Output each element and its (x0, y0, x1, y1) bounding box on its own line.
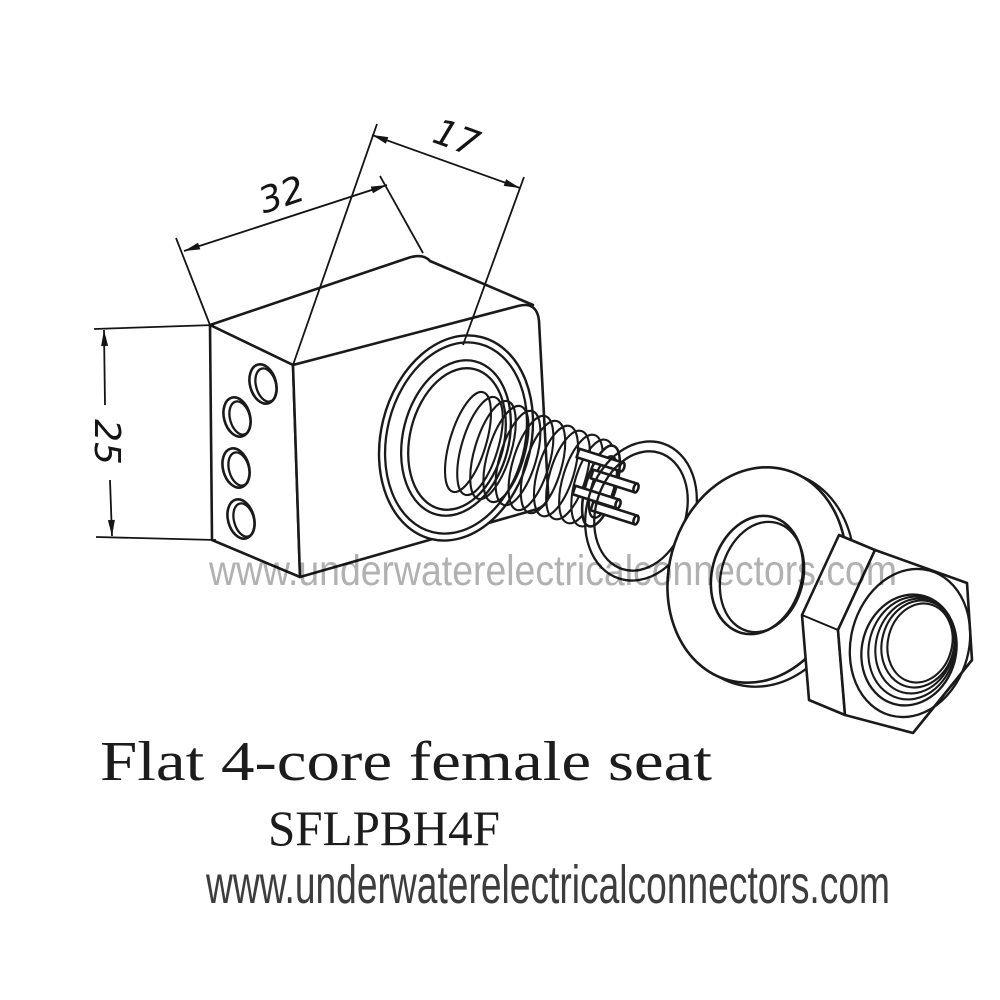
contact-pin (589, 500, 640, 526)
product-title: Flat 4-core female seat (100, 731, 713, 793)
mounting-hole (226, 498, 256, 540)
mounting-hole (248, 363, 278, 405)
product-model: SFLPBH4F (268, 800, 500, 856)
washer-hole (709, 514, 805, 636)
dimension-25: 25 (86, 324, 217, 541)
dimension-25-label: 25 (86, 419, 127, 465)
washer (666, 465, 856, 688)
mounting-holes (221, 363, 278, 540)
hex-nut (800, 533, 974, 735)
mounting-hole (221, 447, 251, 489)
dimension-32-label: 32 (254, 169, 310, 222)
website-url: www.underwaterelectricalconnectors.com (205, 855, 890, 915)
watermark-text: www.underwaterelectricalconnectors.com (208, 547, 897, 595)
contact-pins (571, 447, 640, 526)
body-left-face (208, 323, 302, 579)
mounting-hole (222, 396, 252, 438)
body-top-face (208, 254, 535, 367)
contact-pin (575, 447, 626, 473)
hex-nut-thread-bore (860, 593, 958, 707)
contact-pin (589, 468, 640, 494)
